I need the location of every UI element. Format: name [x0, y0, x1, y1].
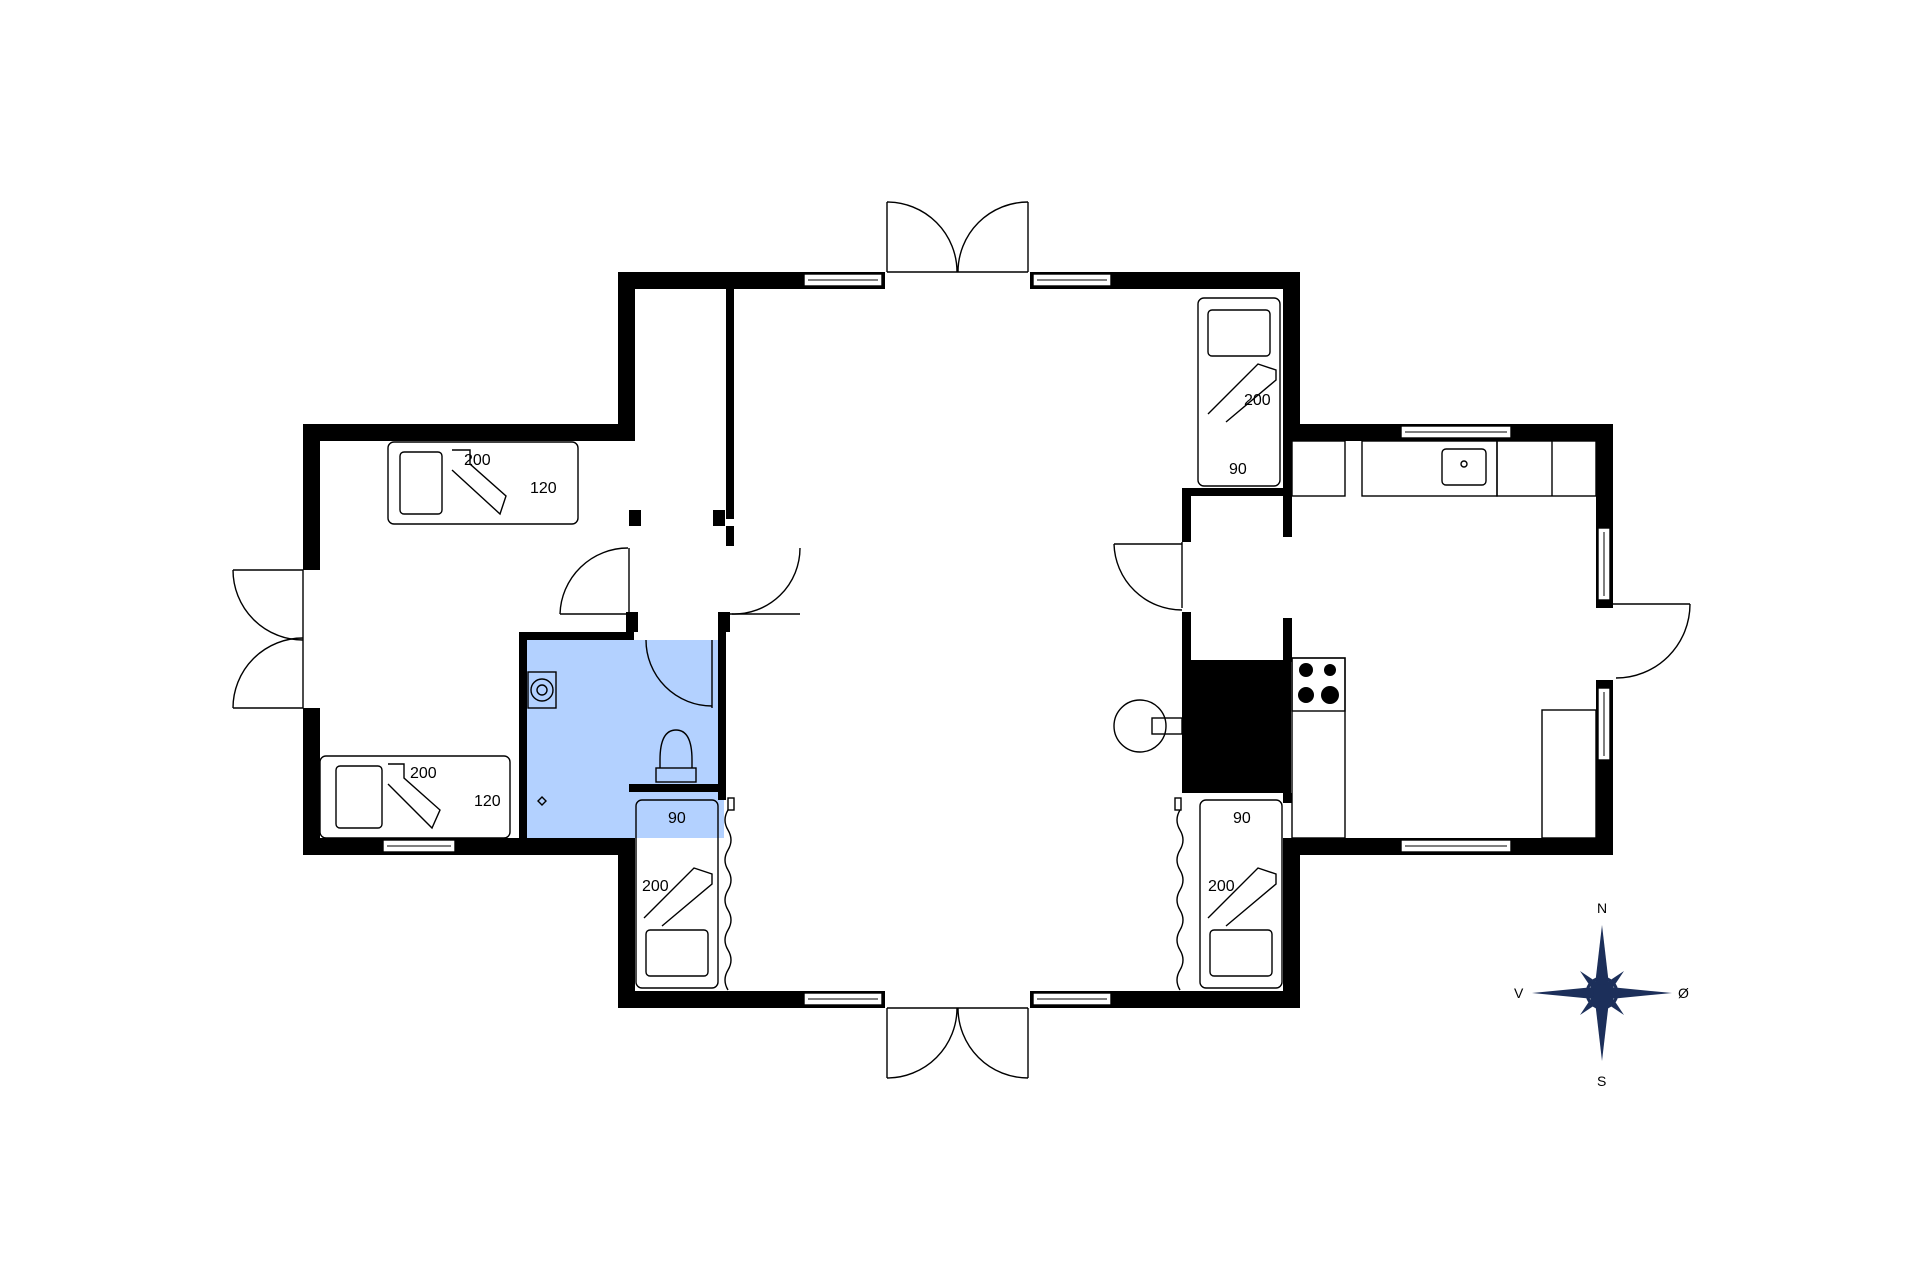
bed-icon	[319, 297, 1283, 989]
kitchen-counters	[1291, 440, 1597, 839]
walls	[303, 272, 1613, 1008]
compass-south-label: S	[1597, 1073, 1606, 1089]
bed-width-label: 120	[474, 793, 501, 810]
compass-west-label: V	[1514, 985, 1524, 1001]
bed-dimension-labels: 200 120 200 120 200 90 90 200 90 200	[410, 392, 1271, 895]
stove-fireplace-icon	[1113, 699, 1183, 753]
bed-width-label: 90	[1229, 461, 1247, 478]
curtain	[724, 809, 1184, 991]
window-icon	[382, 273, 1611, 1006]
bed-width-label: 90	[1233, 810, 1251, 827]
bed-length-label: 200	[410, 765, 437, 782]
compass-rose-icon: N S V Ø	[1514, 900, 1689, 1089]
sink-icon	[1441, 448, 1487, 486]
bed-length-label: 200	[1208, 878, 1235, 895]
bed-length-label: 200	[1244, 392, 1271, 409]
bed-width-label: 120	[530, 480, 557, 497]
stove-icon	[1291, 657, 1346, 712]
compass-east-label: Ø	[1678, 985, 1689, 1001]
bed-width-label: 90	[668, 810, 686, 827]
bed-length-label: 200	[642, 878, 669, 895]
toilet-icon	[655, 729, 697, 783]
bathroom-area	[526, 640, 724, 838]
shower-drain-icon	[527, 671, 557, 806]
door-swing-icon	[232, 201, 1691, 1079]
bed-length-label: 200	[464, 452, 491, 469]
compass-north-label: N	[1597, 900, 1607, 916]
